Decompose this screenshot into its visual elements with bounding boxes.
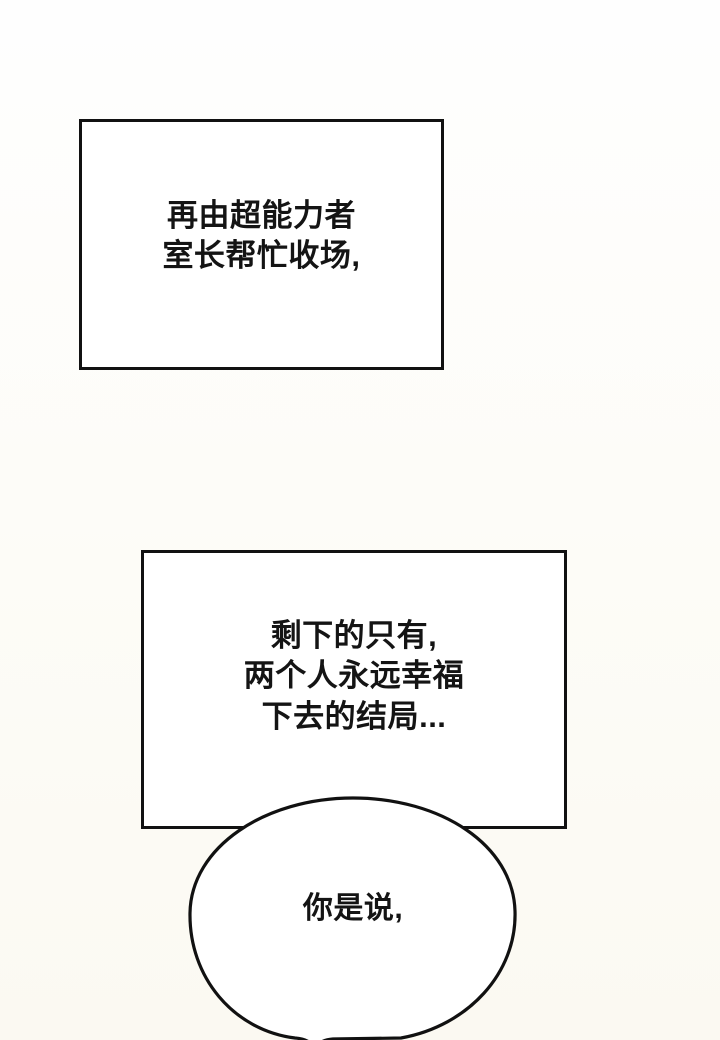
- speech-bubble-shape: [188, 796, 517, 1040]
- speech-bubble: 你是说,: [183, 793, 523, 1040]
- narration-text-2: 剩下的只有, 两个人永远幸福 下去的结局...: [243, 618, 465, 734]
- narration-panel-1: [79, 119, 444, 370]
- narration-panel-2: [141, 550, 567, 829]
- speech-bubble-text: 你是说,: [302, 892, 404, 925]
- bubble-outline: [188, 796, 517, 1040]
- narration-text-1: 再由超能力者 室长帮忙收场,: [162, 198, 361, 274]
